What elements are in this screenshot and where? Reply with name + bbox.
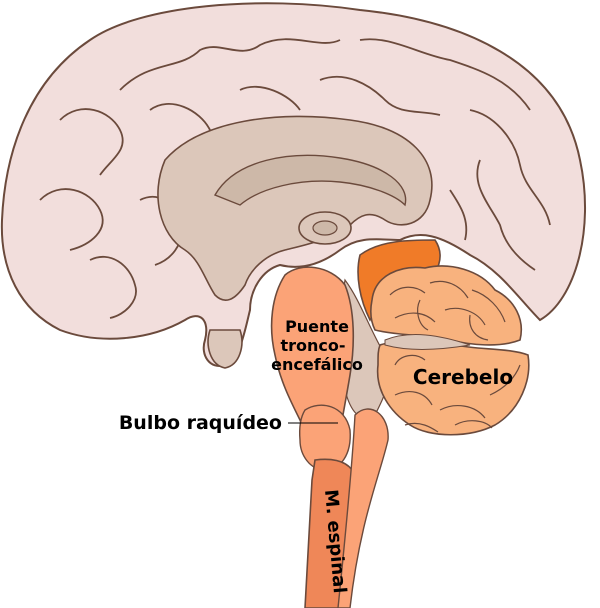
cerebellum-upper [369, 265, 522, 346]
pons-label-line3: encefálico [271, 355, 363, 374]
spinal-cord-shadow [337, 408, 389, 608]
cerebellum-folia [389, 280, 521, 433]
arbor-vitae [384, 334, 471, 350]
cerebellum-label: Cerebelo [413, 365, 513, 389]
spinal-cord-shape [304, 458, 353, 608]
interthalamic-adhesion [312, 220, 338, 236]
pons-label-line2: tronco- [280, 336, 345, 355]
lateral-ventricle [213, 154, 407, 207]
pituitary [207, 329, 243, 369]
cerebellum [369, 265, 530, 436]
pons-label-line1: Puente [285, 317, 349, 336]
medulla-label: Bulbo raquídeo [119, 412, 282, 434]
